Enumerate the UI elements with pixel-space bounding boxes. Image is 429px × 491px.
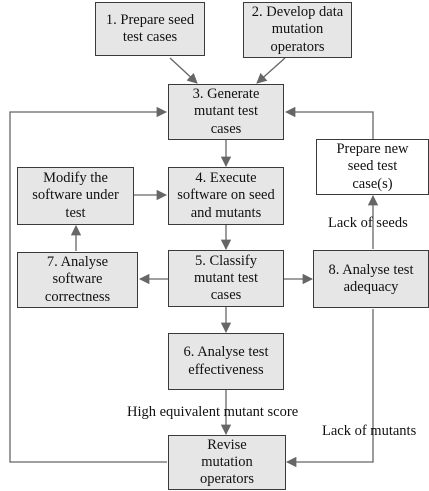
modify-software-under-test: Modify the software under test <box>17 167 134 225</box>
step-6-analyse-test-effectiveness: 6. Analyse test effectiveness <box>168 333 284 390</box>
step-3-generate-mutant-test-cases: 3. Generate mutant test cases <box>168 84 284 140</box>
arrow-1-to-3 <box>169 57 198 84</box>
step-1-prepare-seed-test-cases: 1. Prepare seed test cases <box>95 2 205 56</box>
prepare-new-seed-test-cases: Prepare new seed test case(s) <box>316 139 429 195</box>
step-5-classify-mutant-test-cases: 5. Classify mutant test cases <box>168 250 284 307</box>
arrow-2-to-3 <box>256 57 286 84</box>
arrow-8-to-revise <box>285 309 374 468</box>
label-lack-of-mutants: Lack of mutants <box>322 423 417 439</box>
label-high-equivalent-mutant-score: High equivalent mutant score <box>127 404 299 420</box>
arrow-newseed-to-3 <box>284 106 374 139</box>
arrow-revise-to-3 <box>9 106 168 463</box>
step-7-analyse-software-correctness: 7. Analyse software correctness <box>17 252 138 308</box>
step-8-analyse-test-adequacy: 8. Analyse test adequacy <box>313 250 429 308</box>
revise-mutation-operators: Revise mutation operators <box>168 435 286 490</box>
step-2-develop-mutation-operators: 2. Develop data mutation operators <box>243 2 352 58</box>
step-4-execute-software: 4. Execute software on seed and mutants <box>168 167 284 225</box>
label-lack-of-seeds: Lack of seeds <box>328 215 408 231</box>
